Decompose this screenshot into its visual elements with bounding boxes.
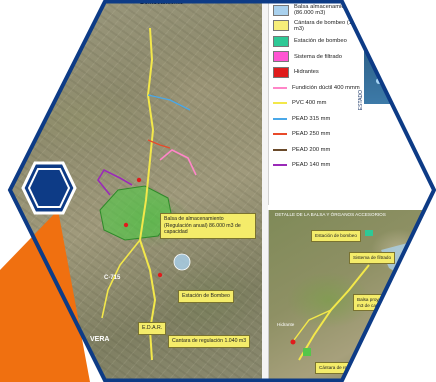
map-legend: Balsa almacenamiento (86.000 m3) Cántara … — [268, 0, 365, 205]
map-label-estacion: Estación de Bombeo — [178, 290, 234, 303]
legend-label: Balsa almacenamiento (86.000 m3) — [294, 4, 353, 16]
legend-item: PEAD 315 mm — [273, 113, 330, 125]
detail-cantara — [303, 348, 311, 356]
map-label-cantara: Cantara de regulación 1.040 m3 — [168, 335, 251, 348]
panel-divider — [262, 0, 268, 382]
pipe-pvc-400-branch — [101, 239, 141, 319]
legend-swatch — [273, 133, 287, 135]
legend-swatch — [273, 20, 289, 31]
detail-label-hidrante: Hidrante — [277, 322, 295, 327]
pipe-pead-250 — [147, 139, 171, 149]
legend-label: PEAD 315 mm — [292, 115, 331, 122]
legend-label: Hidrantes — [294, 69, 319, 75]
hydrant-marker — [157, 272, 163, 278]
legend-label: Cántara de bombeo (1.040 m3) — [294, 19, 364, 32]
legend-label: PEAD 200 mm — [292, 146, 331, 153]
legend-label: Sistema de filtrado — [294, 53, 343, 60]
pipe-pvc-400 — [138, 27, 157, 361]
legend-swatch — [273, 102, 287, 104]
legend-label: PVC 400 mm — [292, 100, 327, 106]
detail-pipe-branch — [293, 309, 332, 341]
legend-swatch — [273, 51, 289, 62]
legend-item: PEAD 250 mm — [273, 128, 330, 140]
hydrant-marker — [136, 177, 142, 183]
legend-swatch — [273, 66, 289, 78]
legend-label: PEAD 140 mm — [292, 162, 331, 168]
detail-pump-station — [365, 230, 373, 236]
legend-swatch — [273, 35, 289, 47]
pipe-fundicion — [159, 149, 197, 176]
map-label-place: VERA — [90, 336, 110, 343]
legend-swatch — [273, 86, 287, 89]
hexagon-icon — [21, 161, 77, 215]
legend-label: Fundición dúctil 400 mmm — [292, 84, 360, 91]
map-label-edar: E.D.A.R. — [138, 322, 167, 335]
detail-label-filtrado: Sistema de filtrado — [349, 252, 396, 264]
legend-swatch — [273, 4, 289, 16]
legend-swatch — [273, 148, 287, 151]
legend-swatch — [273, 164, 287, 166]
legend-item: Cántara de bombeo (1.040 m3) — [273, 20, 365, 32]
map-label-balsa: Balsa de almacenamiento (Regulación anua… — [160, 213, 256, 239]
legend-item: Fundición dúctil 400 mmm — [273, 82, 360, 94]
detail-hydrant — [290, 339, 296, 345]
detail-label-estacion: Estación de bombeo — [311, 230, 361, 242]
pipe-pead-315 — [147, 94, 191, 111]
hydrant-marker — [123, 222, 129, 228]
legend-item: Sistema de filtrado — [273, 51, 342, 63]
legend-swatch — [273, 117, 287, 120]
legend-label: Estación de bombeo — [294, 38, 347, 44]
legend-item: PVC 400 mm — [273, 97, 326, 109]
legend-item: Estación de bombeo — [273, 35, 347, 47]
map-label-road: C-715 — [104, 275, 121, 281]
pipe-pead-140 — [97, 168, 133, 196]
map-overlay — [97, 27, 197, 361]
storage-tank-marker — [173, 253, 191, 271]
legend-item: PEAD 140 mm — [273, 159, 330, 171]
detail-title: DETALLE DE LA BALSA Y ÓRGANOS ACCESORIOS — [275, 212, 386, 217]
legend-item: Hidrantes — [273, 66, 319, 78]
legend-item: Balsa almacenamiento (86.000 m3) — [273, 4, 365, 16]
legend-label: PEAD 250 mm — [292, 131, 331, 137]
legend-item: PEAD 200 mm — [273, 144, 330, 156]
